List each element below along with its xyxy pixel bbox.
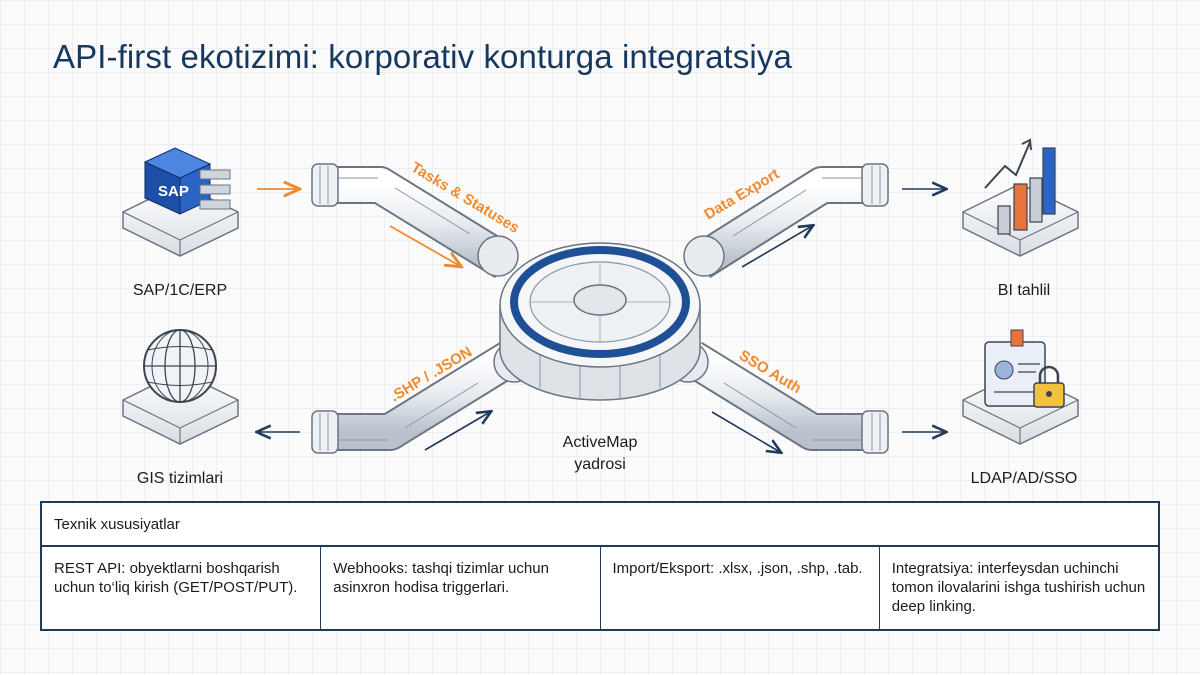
node-label-ldap: LDAP/AD/SSO (970, 470, 1078, 487)
node-label-sap: SAP/1C/ERP (132, 282, 228, 299)
spec-integration: Integratsiya: interfeysdan uchinchi tomo… (891, 560, 1146, 615)
specs-header: Texnik xususiyatlar (42, 503, 1158, 547)
flow-arrows (257, 189, 945, 452)
core-label-line2: yadrosi (574, 456, 626, 473)
spec-webhooks: Webhooks: tashqi tizimlar uchun asinxron… (321, 547, 601, 629)
bar-chart-icon (984, 138, 1056, 235)
platform-gis (122, 329, 239, 445)
core-label-line1: ActiveMap (562, 434, 638, 451)
core-label: ActiveMap yadrosi (563, 432, 638, 476)
specs-table: Texnik xususiyatlar REST API: obyektlarn… (40, 501, 1160, 631)
pipe-export (683, 163, 889, 279)
pipe-sso (667, 341, 889, 454)
platform-bi (962, 138, 1079, 257)
node-label-bi: BI tahlil (997, 282, 1051, 299)
pipe-tasks (311, 163, 519, 279)
id-card-icon (984, 329, 1046, 407)
specs-row: REST API: obyektlarni boshqarish uchun t… (42, 547, 1158, 629)
integration-diagram: SAP (122, 138, 1079, 500)
lock-icon (1033, 365, 1065, 408)
spec-rest-api: REST API: obyektlarni boshqarish uchun t… (42, 547, 322, 629)
globe-icon (143, 329, 217, 403)
platform-ldap (962, 329, 1079, 445)
spec-import-export: Import/Eksport: .xlsx, .json, .shp, .tab… (601, 547, 880, 629)
core-hub (499, 242, 701, 401)
sap-logo-text: SAP (158, 183, 189, 200)
platform-sap (122, 147, 239, 257)
node-label-gis: GIS tizimlari (136, 470, 224, 487)
page-title: API-first ekotizimi: korporativ konturga… (53, 38, 792, 75)
